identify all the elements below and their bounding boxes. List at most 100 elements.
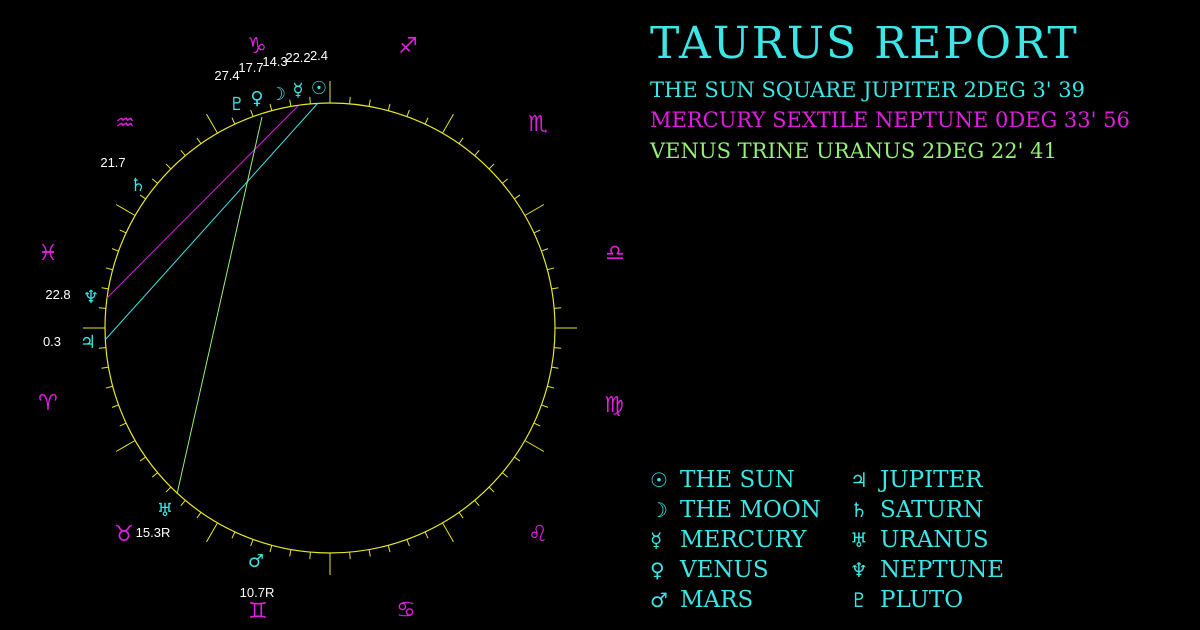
degree-tick [119, 229, 127, 234]
zodiac-signs: ♈ ♉ ♊ ♋ ♌ ♍ ♎ ♏ ♐ ♑ ♒ ♓ [38, 34, 625, 624]
degree-tick [250, 109, 254, 117]
degree-label-mercury: 22.2 [285, 50, 310, 65]
aspect-sun-jupiter: THE SUN SQUARE JUPITER 2DEG 3' 39 [650, 78, 1085, 102]
degree-tick [458, 512, 464, 519]
legend-label: JUPITER [880, 467, 983, 493]
scorpio-icon: ♏ [528, 112, 548, 137]
degree-label-uranus: 15.3R [136, 525, 171, 540]
report-title: TAURUS REPORT [650, 18, 1079, 69]
degree-tick [406, 109, 410, 117]
degree-tick [541, 248, 549, 252]
aspect-line-sun-jupiter [104, 102, 319, 341]
degree-tick [514, 456, 521, 462]
degree-label-pluto: 27.4 [214, 68, 239, 83]
degree-tick [139, 194, 146, 200]
planet-glyphs: ☉ ☿ ☽ ♀ ♇ ♄ ♆ ♃ ♅ ♂ [80, 78, 327, 572]
degree-tick [474, 149, 480, 156]
degree-tick [111, 404, 119, 408]
sun-icon: ☉ [650, 468, 668, 492]
degree-tick [269, 103, 273, 111]
legend-item-uranus: ♅URANUS [850, 527, 989, 553]
chart-saturn-icon: ♄ [130, 175, 146, 196]
legend-label: SATURN [880, 497, 984, 523]
degree-tick [139, 456, 146, 462]
degree-tick [488, 486, 495, 493]
degree-label-saturn: 21.7 [100, 155, 125, 170]
degree-tick [533, 229, 541, 234]
virgo-icon: ♍ [604, 393, 624, 418]
saturn-icon: ♄ [850, 498, 868, 522]
degree-tick [231, 117, 236, 125]
venus-icon: ♀ [650, 558, 665, 582]
legend-label: THE SUN [680, 467, 795, 493]
degree-label-sun: 2.4 [310, 48, 328, 63]
legend-item-mercury: ☿MERCURY [650, 527, 806, 553]
aspect-venus-uranus: VENUS TRINE URANUS 2DEG 22' 41 [650, 139, 1057, 163]
aspect-line-mercury-neptune [106, 105, 299, 299]
degree-tick [533, 422, 541, 427]
degree-tick [551, 366, 559, 369]
legend-item-moon: ☽ THE MOON [650, 497, 821, 523]
chart-pluto-icon: ♇ [229, 94, 245, 115]
legend-item-venus: ♀VENUS [650, 557, 769, 583]
degree-tick [231, 531, 236, 539]
degree-tick [196, 512, 202, 519]
legend-item-saturn: ♄ SATURN [850, 497, 983, 523]
degree-tick [424, 531, 429, 539]
degree-tick [309, 552, 311, 560]
degree-tick [101, 287, 109, 290]
chart-uranus-icon: ♅ [157, 500, 173, 521]
uranus-icon: ♅ [850, 528, 868, 552]
degree-tick [547, 267, 555, 271]
aspect-line-venus-uranus [176, 116, 263, 495]
degree-tick [105, 267, 113, 271]
degree-tick [98, 307, 106, 309]
degree-tick [541, 404, 549, 408]
natal-chart-wheel: ♈ ♉ ♊ ♋ ♌ ♍ ♎ ♏ ♐ ♑ ♒ ♓ ☉ ☿ ☽ ♀ ♇ ♄ ♆ ♃ … [38, 34, 625, 624]
degree-tick [554, 307, 562, 309]
degree-tick [206, 113, 218, 134]
chart-mars-icon: ♂ [248, 551, 264, 572]
chart-sun-icon: ☉ [311, 78, 327, 99]
degree-tick [206, 522, 218, 543]
chart-neptune-icon: ♆ [83, 287, 99, 308]
libra-icon: ♎ [605, 241, 625, 266]
degree-tick [115, 204, 136, 216]
degree-tick [349, 96, 351, 104]
degree-tick [547, 385, 555, 389]
planet-degree-labels: 2.4 22.2 14.3 17.7 27.4 21.7 22.8 0.3 15… [43, 48, 328, 600]
degree-tick [115, 440, 136, 452]
aquarius-icon: ♒ [115, 111, 135, 136]
mercury-icon: ☿ [650, 528, 663, 552]
chart-ring [104, 102, 556, 554]
degree-tick [289, 549, 292, 557]
moon-icon: ☽ [650, 498, 668, 522]
degree-tick [101, 366, 109, 369]
degree-tick [309, 96, 311, 104]
legend-label: PLUTO [880, 587, 964, 613]
degree-tick [250, 539, 254, 547]
neptune-icon: ♆ [850, 558, 868, 582]
degree-label-neptune: 22.8 [45, 287, 70, 302]
capricorn-icon: ♑ [247, 34, 267, 59]
aspect-lines [104, 102, 319, 495]
chart-moon-icon: ☽ [270, 84, 286, 105]
chart-jupiter-icon: ♃ [80, 332, 96, 353]
degree-tick [551, 287, 559, 290]
degree-tick [196, 137, 202, 144]
degree-tick [442, 113, 454, 134]
degree-tick [165, 486, 172, 493]
pluto-icon: ♇ [850, 588, 868, 612]
degree-tick [524, 204, 545, 216]
degree-label-jupiter: 0.3 [43, 334, 61, 349]
legend-label: THE MOON [680, 497, 821, 523]
taurus-icon: ♉ [114, 522, 134, 547]
degree-ticks [83, 81, 577, 575]
aspect-mercury-neptune: MERCURY SEXTILE NEPTUNE 0DEG 33' 56 [650, 108, 1130, 132]
jupiter-icon: ♃ [850, 468, 868, 492]
degree-tick [269, 545, 273, 553]
degree-tick [180, 500, 186, 507]
legend-label: MARS [680, 587, 754, 613]
degree-tick [111, 248, 119, 252]
legend-item-jupiter: ♃ JUPITER [850, 467, 983, 493]
